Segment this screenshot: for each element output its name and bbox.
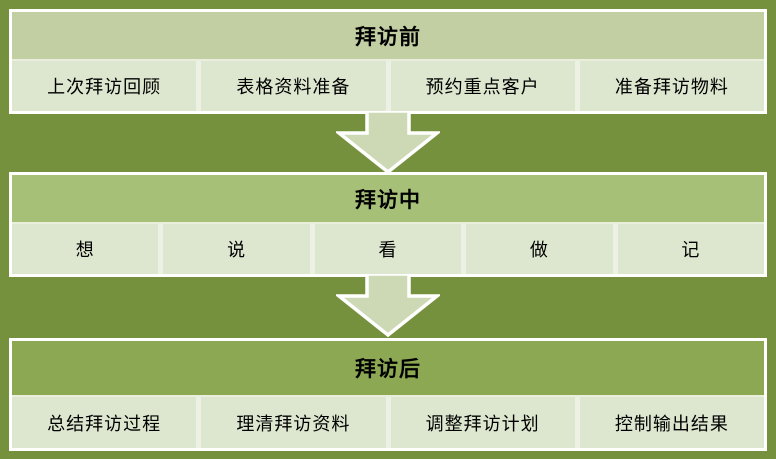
down-arrow-shape — [336, 111, 440, 175]
section-after-visit-title: 拜访后 — [355, 357, 421, 381]
stage-item: 表格资料准备 — [201, 61, 386, 111]
arrow-gap-1 — [9, 111, 767, 175]
down-arrow-shape — [336, 274, 440, 338]
section-before-visit: 拜访前 上次拜访回顾 表格资料准备 预约重点客户 准备拜访物料 — [9, 9, 767, 114]
stage-item: 说 — [163, 224, 310, 274]
stage-item: 想 — [12, 224, 159, 274]
down-arrow-icon — [336, 274, 440, 338]
stage-item: 准备拜访物料 — [579, 61, 764, 111]
down-arrow-icon — [336, 111, 440, 175]
section-during-visit-title: 拜访中 — [355, 187, 421, 212]
stage-item: 看 — [314, 224, 462, 274]
stage-item: 预约重点客户 — [390, 61, 575, 111]
section-after-visit: 拜访后 总结拜访过程 理清拜访资料 调整拜访计划 控制输出结果 — [9, 338, 767, 451]
stage-item: 控制输出结果 — [579, 397, 764, 448]
stage-item: 理清拜访资料 — [201, 397, 386, 448]
stage-item: 做 — [466, 224, 613, 274]
stage-item: 上次拜访回顾 — [12, 61, 197, 111]
section-before-visit-items: 上次拜访回顾 表格资料准备 预约重点客户 准备拜访物料 — [12, 61, 764, 111]
section-before-visit-title: 拜访前 — [355, 24, 421, 49]
section-before-visit-header: 拜访前 — [12, 12, 764, 61]
stage-item: 调整拜访计划 — [390, 397, 575, 448]
arrow-gap-2 — [9, 274, 767, 338]
stage-item: 记 — [617, 224, 765, 274]
stage-item: 总结拜访过程 — [12, 397, 197, 448]
section-after-visit-header: 拜访后 — [12, 341, 764, 397]
section-after-visit-items: 总结拜访过程 理清拜访资料 调整拜访计划 控制输出结果 — [12, 397, 764, 448]
section-during-visit: 拜访中 想 说 看 做 记 — [9, 172, 767, 277]
section-during-visit-header: 拜访中 — [12, 175, 764, 224]
section-during-visit-items: 想 说 看 做 记 — [12, 224, 765, 274]
